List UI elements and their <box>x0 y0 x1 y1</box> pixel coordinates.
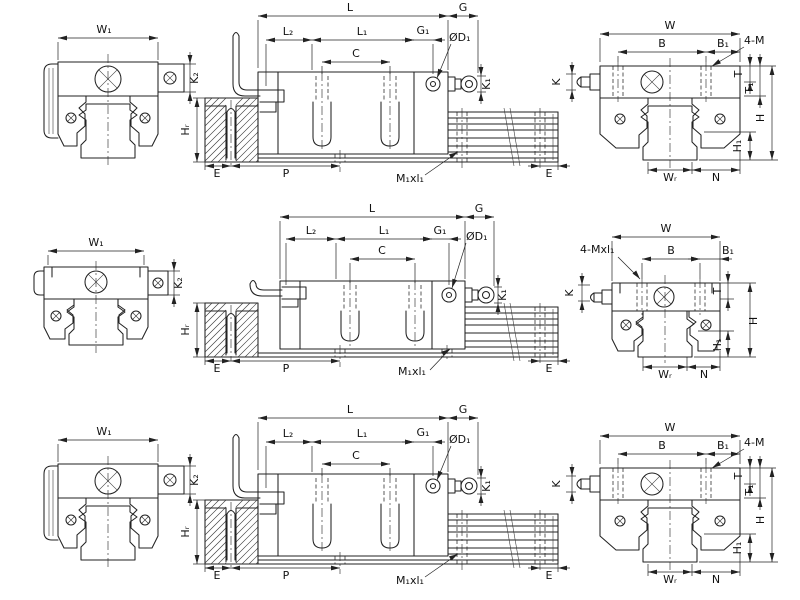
dim-label-h1: H₁ <box>711 339 724 352</box>
dim-label-p: P <box>283 167 290 180</box>
dim-label-k: K <box>550 78 563 86</box>
dim-label-l: L <box>369 202 376 215</box>
dim-label-t: T <box>732 472 745 480</box>
dim-label-m1xl1: M₁xl₁ <box>398 365 426 378</box>
dim-label-n: N <box>700 368 708 381</box>
dim-label-hr: Hᵣ <box>179 324 192 335</box>
dim-label-k2: K₂ <box>188 474 201 486</box>
dim-label-n: N <box>712 573 720 586</box>
dim-label-c: C <box>352 47 360 60</box>
dim-label-h: H <box>754 516 767 524</box>
dim-label-l1: L₁ <box>357 25 368 38</box>
dim-label-e-left: E <box>214 569 221 582</box>
dim-label-b1: B₁ <box>717 37 729 50</box>
dim-label-h: H <box>747 317 760 325</box>
dim-label-l1: L₁ <box>357 427 368 440</box>
dim-label-hr: Hᵣ <box>179 526 192 537</box>
dim-label-h1: H₁ <box>731 542 744 555</box>
dim-label-od1: ØD₁ <box>449 433 471 446</box>
dim-label-g: G <box>459 1 468 14</box>
dim-label-od1: ØD₁ <box>449 31 471 44</box>
dim-label-l: L <box>347 1 354 14</box>
dim-label-b: B <box>667 244 675 257</box>
dim-label-e-right: E <box>546 569 553 582</box>
row2-linework <box>33 214 756 371</box>
dim-label-l2: L₂ <box>306 224 317 237</box>
dim-label-k1: K₁ <box>496 289 509 301</box>
dim-label-hr: Hᵣ <box>179 124 192 135</box>
dim-label-p: P <box>283 569 290 582</box>
dim-label-4m: 4-M <box>744 34 764 47</box>
row1-dimension-labels: W₁ K₂ L G L₂ L₁ G₁ C ØD₁ K₁ Hᵣ E P M₁xl₁… <box>96 1 767 185</box>
dim-label-od1: ØD₁ <box>466 230 488 243</box>
dim-label-w1: W₁ <box>88 236 103 249</box>
dim-label-c: C <box>378 244 386 257</box>
row3-dimension-labels: W₁ K₂ L G L₂ L₁ G₁ C ØD₁ K₁ Hᵣ E P M₁xl₁… <box>96 403 767 587</box>
dim-label-l: L <box>347 403 354 416</box>
dim-label-wr: Wᵣ <box>663 573 677 586</box>
dim-label-b1: B₁ <box>717 439 729 452</box>
dim-label-wr: Wᵣ <box>663 171 677 184</box>
row1-linework <box>43 13 778 176</box>
dim-label-c: C <box>352 449 360 462</box>
dim-label-g1: G₁ <box>417 426 430 439</box>
dim-label-k: K <box>563 289 576 297</box>
row3-square-block-drawing: W₁ K₂ L G L₂ L₁ G₁ C ØD₁ K₁ Hᵣ E P M₁xl₁… <box>43 403 778 587</box>
dim-label-g: G <box>459 403 468 416</box>
dim-label-n: N <box>712 171 720 184</box>
dim-label-w: W <box>661 222 672 235</box>
dim-label-b1: B₁ <box>722 244 734 257</box>
dim-label-k1: K₁ <box>480 480 493 492</box>
dim-label-l2: L₂ <box>283 427 294 440</box>
dim-label-m1xl1: M₁xl₁ <box>396 172 424 185</box>
dim-label-t1: T₁ <box>743 484 756 496</box>
dim-label-w: W <box>665 421 676 434</box>
dim-label-4m: 4-M <box>744 436 764 449</box>
dim-label-t1: T₁ <box>743 82 756 94</box>
dim-label-b: B <box>658 439 666 452</box>
dim-label-w1: W₁ <box>96 23 111 36</box>
row1-square-block-drawing: W₁ K₂ L G L₂ L₁ G₁ C ØD₁ K₁ Hᵣ E P M₁xl₁… <box>43 1 778 185</box>
dim-label-k: K <box>550 480 563 488</box>
dim-label-b: B <box>658 37 666 50</box>
dim-label-k2: K₂ <box>188 72 201 84</box>
dim-label-g1: G₁ <box>434 224 447 237</box>
dim-label-e-left: E <box>214 362 221 375</box>
dim-label-g: G <box>475 202 484 215</box>
dim-label-h1: H₁ <box>731 140 744 153</box>
dim-label-4mxl1: 4-Mxl₁ <box>580 243 614 256</box>
dim-label-e-right: E <box>546 167 553 180</box>
dim-label-k1: K₁ <box>480 78 493 90</box>
dim-label-e-left: E <box>214 167 221 180</box>
dim-label-g1: G₁ <box>417 24 430 37</box>
dim-label-m1xl1: M₁xl₁ <box>396 574 424 587</box>
dim-label-l2: L₂ <box>283 25 294 38</box>
row2-flange-block-drawing: W₁ K₂ L G L₂ L₁ G₁ C ØD₁ K₁ Hᵣ E P M₁xl₁… <box>33 202 760 381</box>
row2-dimension-labels: W₁ K₂ L G L₂ L₁ G₁ C ØD₁ K₁ Hᵣ E P M₁xl₁… <box>88 202 760 381</box>
row3-linework <box>43 415 778 578</box>
dim-label-h: H <box>754 114 767 122</box>
dim-label-l1: L₁ <box>379 224 390 237</box>
dim-label-e-right: E <box>546 362 553 375</box>
dim-label-p: P <box>283 362 290 375</box>
dim-label-wr: Wᵣ <box>658 368 672 381</box>
dim-label-w: W <box>665 19 676 32</box>
dim-label-t: T <box>732 70 745 78</box>
dim-label-t: T <box>711 287 724 295</box>
dim-label-k2: K₂ <box>172 277 185 289</box>
dim-label-w1: W₁ <box>96 425 111 438</box>
